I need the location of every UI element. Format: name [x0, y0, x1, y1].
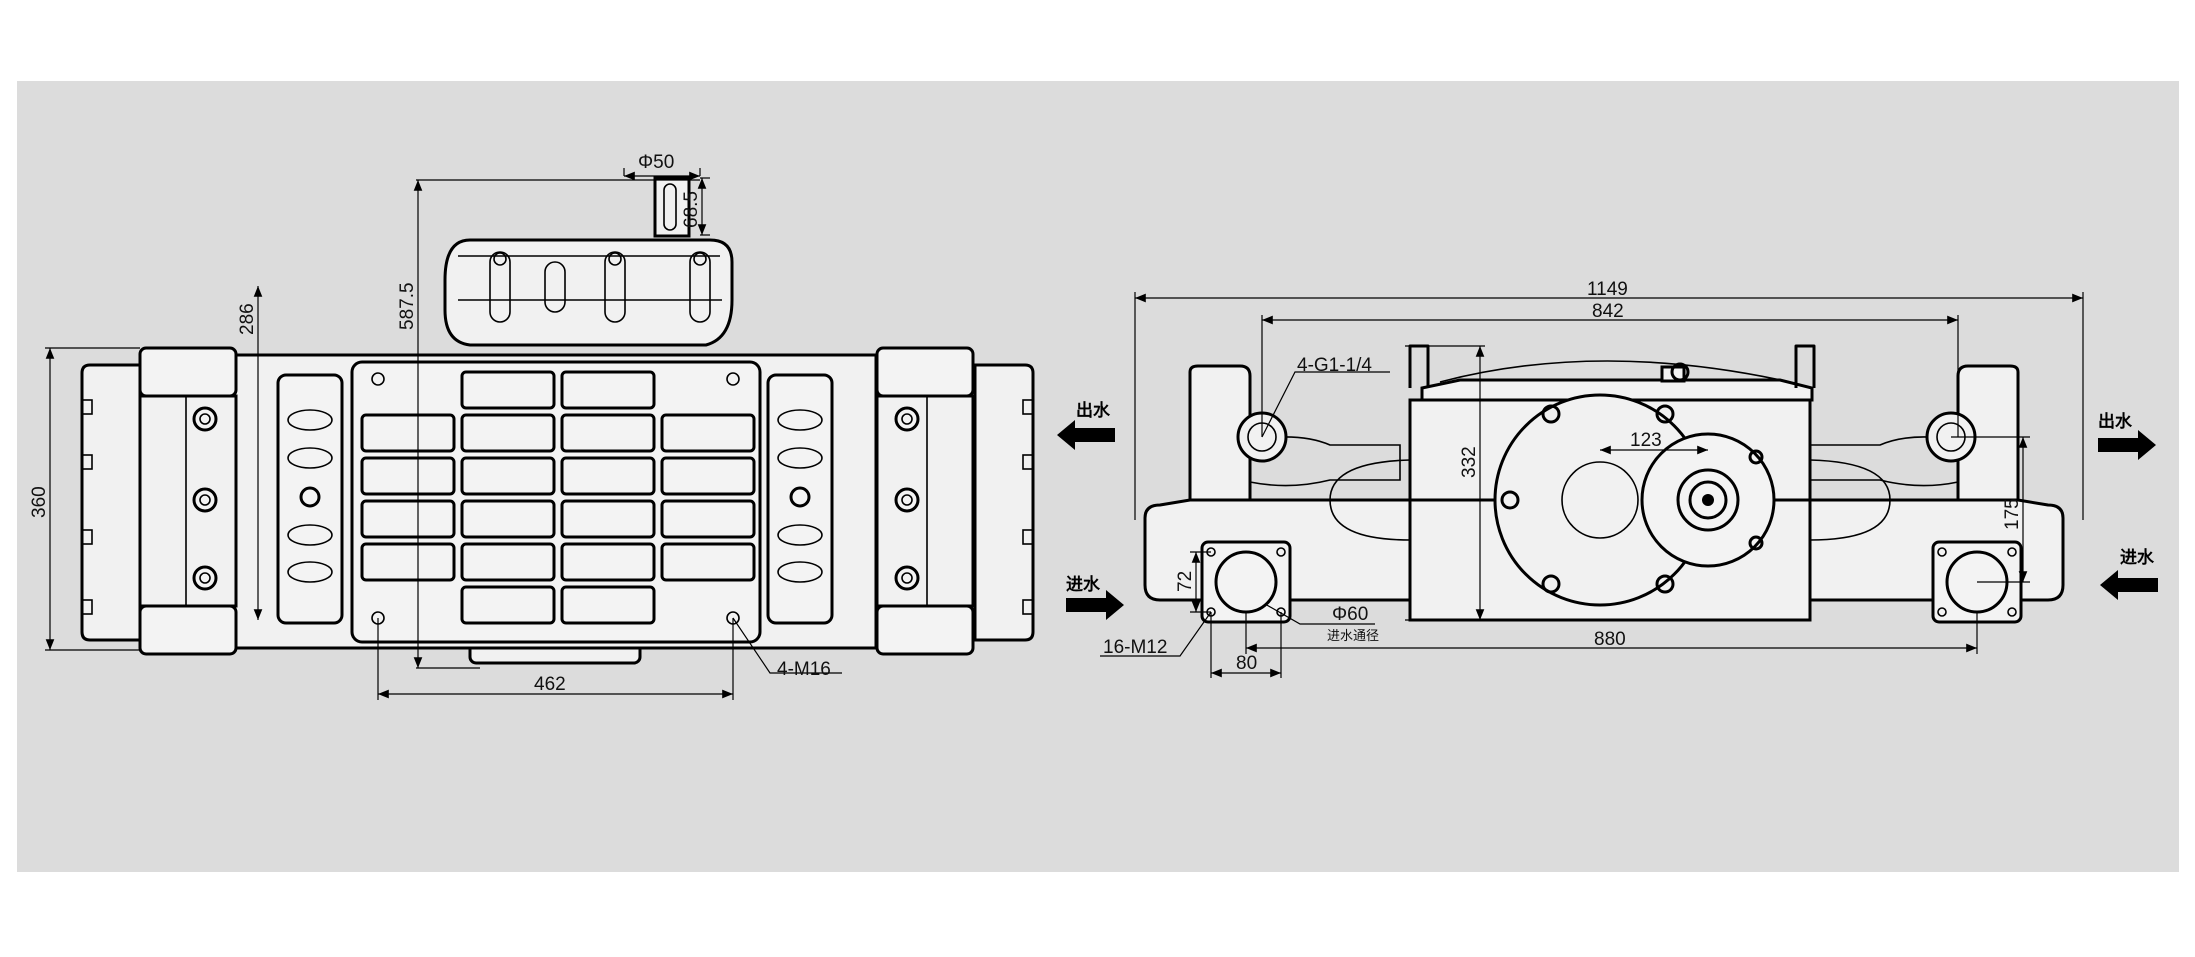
- grid-cell: [460, 585, 556, 625]
- inlet-right-label: 进水: [2120, 547, 2155, 567]
- dim-phi60-label: Φ60: [1332, 604, 1368, 625]
- grid-cell: [360, 413, 456, 453]
- grid-cell: [660, 542, 756, 582]
- dim-80-label: 80: [1236, 653, 1257, 674]
- inlet-flange-left: [1200, 540, 1292, 624]
- grid-cell: [560, 499, 656, 539]
- left-view: Φ50 68.5 587.5 286 360 462: [29, 152, 1035, 700]
- dim-880-label: 880: [1594, 629, 1626, 650]
- dim-72-label: 72: [1175, 571, 1196, 592]
- dim-123-label: 123: [1630, 430, 1662, 451]
- grid-cell: [460, 370, 556, 410]
- gear-casing: [1493, 362, 1776, 607]
- shaft-keyway: [663, 183, 677, 231]
- outlet-right-label: 出水: [2098, 411, 2133, 431]
- grid-cell: [660, 413, 756, 453]
- bolt-16-m12-label: 16-M12: [1103, 637, 1167, 658]
- grid-cell: [560, 585, 656, 625]
- outlet-right-arrow-icon: [2098, 430, 2156, 460]
- bolt-4-m16-label: 4-M16: [777, 659, 831, 680]
- grid-cell: [360, 456, 456, 496]
- grid-cell: [360, 542, 456, 582]
- dim-68-5-label: 68.5: [681, 191, 702, 228]
- shaft-key-block: [653, 176, 691, 238]
- outlet-left-label: 出水: [1076, 400, 1111, 420]
- thread-4-g1-label: 4-G1-1/4: [1297, 355, 1372, 376]
- dim-175-label: 175: [2002, 498, 2023, 530]
- grid-cell: [560, 370, 656, 410]
- dim-587-5-label: 587.5: [397, 282, 418, 330]
- grid-cell: [460, 413, 556, 453]
- inlet-right-arrow-icon: [2100, 570, 2158, 600]
- dim-360-label: 360: [29, 486, 50, 518]
- inlet-diameter-note: 进水通径: [1327, 628, 1379, 643]
- grid-cell: [560, 456, 656, 496]
- cooling-grid: [350, 360, 762, 644]
- dim-286-label: 286: [237, 303, 258, 335]
- gearbox-housing: [443, 176, 734, 347]
- grid-cell: [660, 499, 756, 539]
- right-valve-panel: [766, 373, 834, 625]
- grid-cell: [460, 542, 556, 582]
- right-manifold: [875, 346, 1035, 656]
- outlet-left-arrow-icon: [1057, 420, 1115, 450]
- left-dimensions: Φ50 68.5 587.5 286 360 462: [29, 152, 842, 700]
- flow-arrows: 出水 进水 出水 进水: [1057, 400, 2158, 620]
- right-dimensions: 1149 842 4-G1-1/4 332 123 175: [1100, 279, 2084, 678]
- dim-phi50-label: Φ50: [638, 152, 674, 173]
- grid-cell: [660, 456, 756, 496]
- inlet-left-arrow-icon: [1066, 590, 1124, 620]
- left-valve-panel: [276, 373, 344, 625]
- grid-cell: [460, 499, 556, 539]
- grid-cell: [560, 542, 656, 582]
- dim-462-label: 462: [534, 674, 566, 695]
- grid-cell: [460, 456, 556, 496]
- dim-1149-label: 1149: [1587, 279, 1628, 300]
- right-view: 1149 842 4-G1-1/4 332 123 175: [1057, 279, 2158, 678]
- grid-cell: [360, 499, 456, 539]
- dim-842-label: 842: [1592, 301, 1624, 322]
- left-manifold: [80, 346, 238, 656]
- inlet-left-label: 进水: [1066, 574, 1101, 594]
- grid-cell: [560, 413, 656, 453]
- dim-332-label: 332: [1459, 446, 1480, 478]
